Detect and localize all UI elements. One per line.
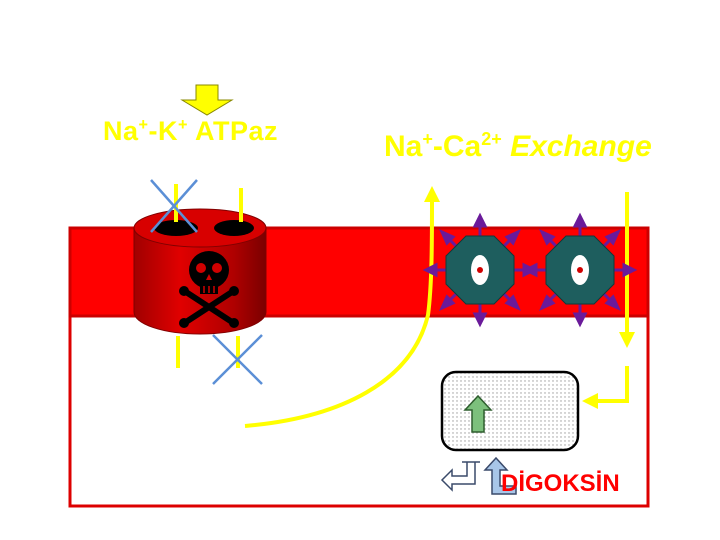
na-ca-exchange-label: Na+-Ca2+ Exchange [384, 129, 652, 163]
sarcoplasmic-reticulum-box [440, 370, 580, 452]
return-arrow-icon [440, 461, 480, 492]
arrow-up-icon [463, 394, 493, 433]
cross-icon [150, 179, 198, 233]
exchanger-icon [522, 212, 638, 328]
na-flux-arrow [244, 186, 440, 428]
digoxin-label: DİGOKSİN [501, 470, 620, 497]
arrow-down-icon [180, 84, 234, 116]
ca-flux-arrow [619, 192, 635, 348]
exchanger-icon [422, 212, 538, 328]
return-arrow-icon [582, 366, 629, 409]
na-k-atpase-label: Na+-K+ ATPaz [103, 116, 278, 146]
return-arrow-icon [483, 456, 517, 495]
cross-icon [212, 334, 263, 385]
skull-crossbones-icon [179, 251, 239, 328]
